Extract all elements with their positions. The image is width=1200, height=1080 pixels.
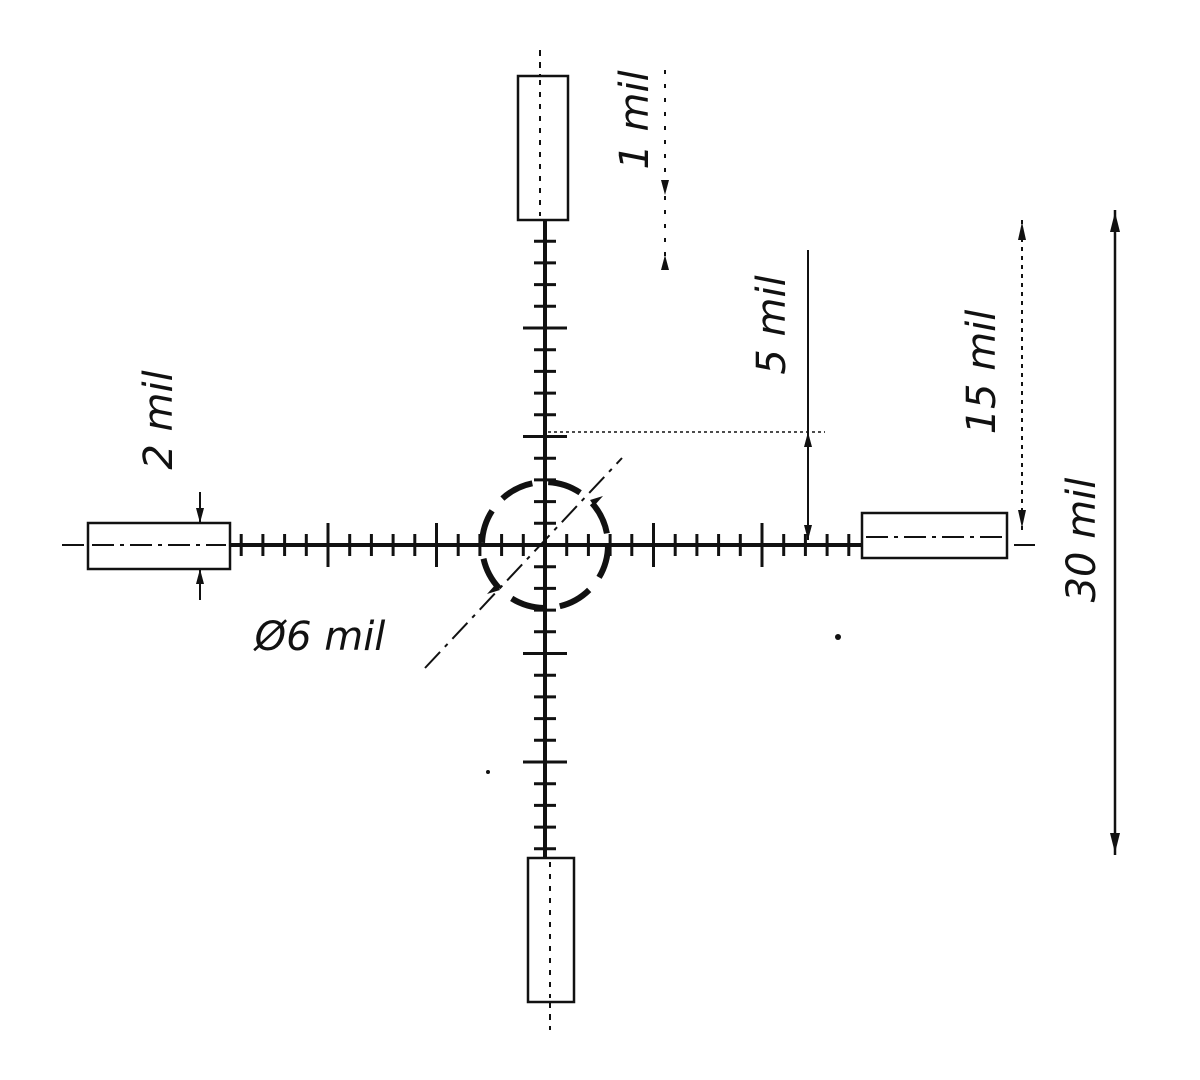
diameter-leader: [424, 457, 623, 669]
two-mil-dimension: [196, 492, 204, 600]
reticle-posts: [86, 74, 1009, 1004]
thirty-mil-dimension: [1110, 210, 1120, 855]
right-post: [860, 511, 1009, 560]
fifteen-mil-dimension: [1018, 220, 1026, 530]
speck-dot: [486, 770, 490, 774]
label-two-mil: 2 mil: [136, 370, 182, 469]
diameter-arrow-upper: [590, 496, 603, 506]
label-one-mil: 1 mil: [612, 70, 658, 169]
label-five-mil: 5 mil: [749, 275, 795, 374]
center-dashed-circle: [479, 479, 611, 611]
five-mil-dimension: [548, 250, 825, 540]
one-mil-dimension: [661, 70, 669, 275]
one-mil-arrow-top: [661, 180, 669, 195]
speck-dot: [835, 634, 841, 640]
bottom-post: [526, 856, 576, 1004]
label-diameter-six-mil: Ø6 mil: [253, 614, 386, 660]
diameter-arrow-lower: [487, 584, 500, 594]
label-fifteen-mil: 15 mil: [959, 310, 1005, 435]
one-mil-arrow-bottom: [661, 255, 669, 270]
label-thirty-mil: 30 mil: [1059, 478, 1105, 603]
top-post: [516, 74, 570, 222]
